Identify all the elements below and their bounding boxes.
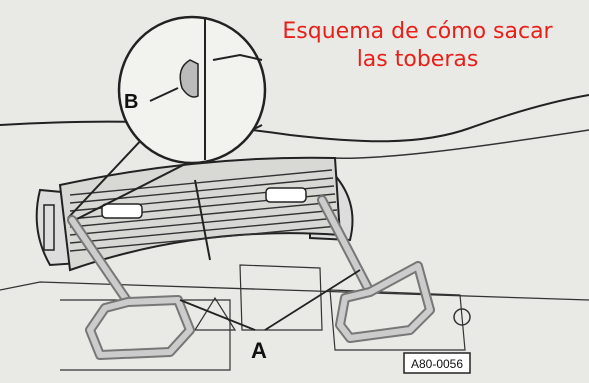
removal-tool-right: [317, 195, 435, 343]
leader-a-left: [179, 299, 256, 331]
leader-a-right: [264, 269, 361, 331]
overlay-title-line1: Esquema de cómo sacar: [282, 19, 553, 44]
center-panel: [239, 264, 323, 331]
figure-code-box: [403, 352, 471, 374]
console-edge: [0, 281, 589, 301]
hazard-switch: [193, 296, 237, 331]
left-vent-slot: [43, 204, 55, 251]
vent-divider: [194, 179, 211, 261]
label-b: B: [124, 91, 138, 113]
detail-housing-edge: [204, 18, 263, 160]
leader-b: [149, 87, 179, 102]
overlay-title-line2: las toberas: [356, 47, 479, 72]
dashboard-line: [329, 129, 589, 159]
left-vent-tab: [101, 203, 143, 219]
removal-tool-left: [67, 215, 195, 360]
label-a: A: [251, 338, 267, 363]
radio-panel: [329, 289, 466, 351]
detail-hook: [179, 59, 199, 98]
overlay-title: Esquema de cómo sacar las toberas: [250, 18, 585, 74]
right-vent-tab: [265, 187, 307, 203]
figure-code: A80-0056: [411, 357, 463, 371]
knob: [453, 308, 471, 326]
